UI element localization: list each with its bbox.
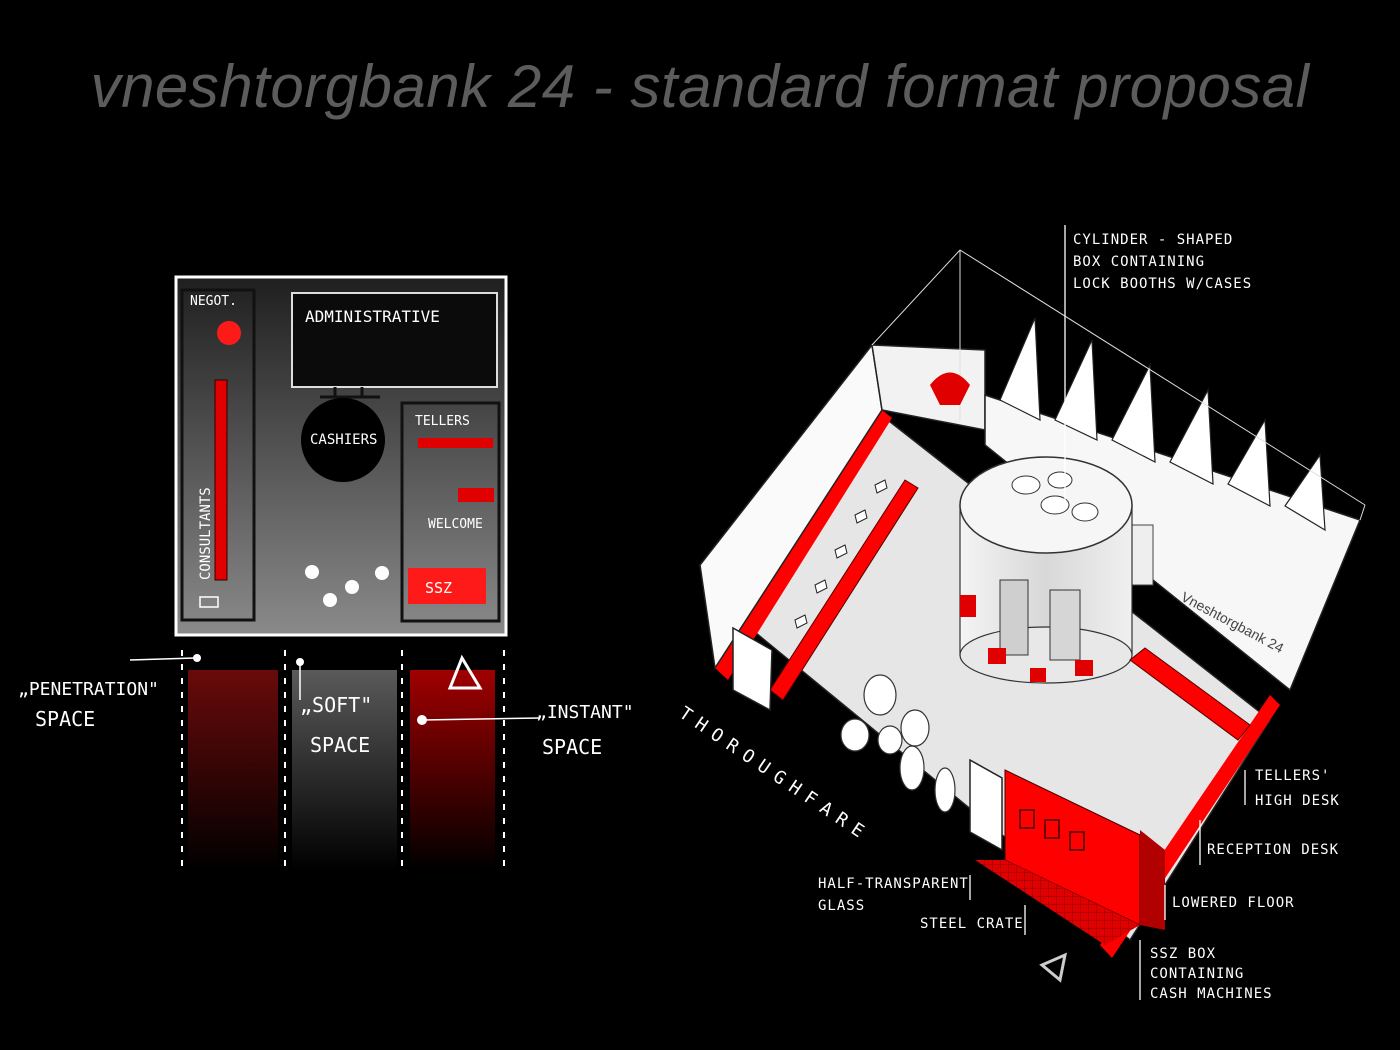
soft-label-2: SPACE: [310, 733, 370, 757]
welcome-desk: [458, 488, 494, 502]
cylinder-note-2: BOX CONTAINING: [1073, 254, 1205, 270]
negot-label: NEGOT.: [190, 294, 237, 309]
instant-band: [410, 670, 495, 870]
glass-note-1: HALF-TRANSPARENT: [818, 876, 969, 892]
tellers-note-2: HIGH DESK: [1255, 793, 1340, 809]
entrance-sign-right: [969, 758, 1003, 852]
waiting-seats: [840, 674, 956, 813]
entrance-arrow-icon: [1039, 952, 1068, 983]
page-title: vneshtorgbank 24 - standard format propo…: [90, 53, 1310, 120]
reception-note: RECEPTION DESK: [1207, 842, 1339, 858]
cashiers-circle: [301, 398, 385, 482]
entrance-sign-left: [732, 626, 773, 712]
tellers-note-1: TELLERS': [1255, 768, 1330, 784]
consultant-desk: [769, 479, 919, 701]
small-fixture: [199, 596, 219, 608]
steel-crate-note: STEEL CRATE: [920, 916, 1024, 932]
ssz-note-2: CONTAINING: [1150, 966, 1244, 982]
instant-label-1: „INSTANT": [536, 702, 634, 723]
corner-chair: [930, 372, 970, 405]
ssz-box: [408, 568, 486, 604]
penetration-band: [188, 670, 278, 870]
penetration-label-1: „PENETRATION": [18, 679, 159, 700]
glass-note-2: GLASS: [818, 898, 865, 914]
seat-2: [323, 593, 337, 607]
cylinder-box: [959, 456, 1133, 684]
consultants-desk: [214, 379, 228, 581]
ssz-note-3: CASH MACHINES: [1150, 986, 1273, 1002]
ssz-note-1: SSZ BOX: [1150, 946, 1216, 962]
seat-4: [375, 566, 389, 580]
steel-crate: [975, 860, 1140, 945]
cylinder-note-1: CYLINDER - SHAPED: [1073, 232, 1233, 248]
cashiers-label: CASHIERS: [310, 432, 377, 448]
tellers-high-desk: [1129, 647, 1251, 741]
soft-label-1: „SOFT": [300, 693, 372, 717]
administrative-block: [291, 292, 498, 388]
ssz-side: [1140, 830, 1165, 930]
tellers-label: TELLERS: [415, 414, 470, 429]
left-red-edge: [715, 410, 892, 680]
consultants-label: CONSULTANTS: [198, 487, 214, 580]
tellers-column: [400, 401, 501, 623]
instant-label-2: SPACE: [542, 735, 602, 759]
consultants-column: [180, 288, 256, 622]
seat-1: [305, 565, 319, 579]
seat-3: [345, 580, 359, 594]
welcome-label: WELCOME: [428, 517, 483, 532]
ssz-label: SSZ: [425, 579, 452, 597]
administrative-label: ADMINISTRATIVE: [305, 307, 440, 326]
lowered-floor-note: LOWERED FLOOR: [1172, 895, 1295, 911]
floor-plan: NEGOT. CONSULTANTS ADMINISTRATIVE CASHIE…: [18, 275, 634, 870]
entrance-triangle-icon: [447, 654, 483, 690]
negot-table: [217, 321, 241, 345]
penetration-label-2: SPACE: [35, 707, 95, 731]
tellers-desk: [418, 438, 493, 448]
isometric-view: Vneshtorgbank 24: [675, 225, 1366, 1002]
cylinder-note-3: LOCK BOOTHS W/CASES: [1073, 276, 1252, 292]
soft-band: [292, 670, 397, 870]
